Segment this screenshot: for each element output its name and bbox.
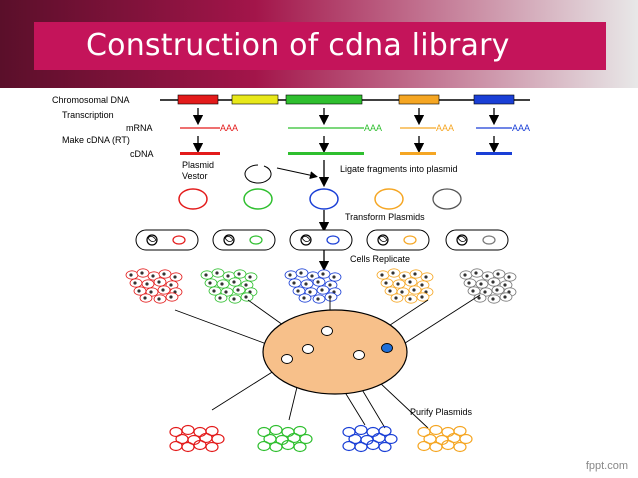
poly-a-green: AAA [364,123,382,133]
label-cdna: cDNA [130,149,154,159]
gene-red [177,94,219,105]
colony-cluster [284,268,342,304]
step-replicate: Cells Replicate [350,254,410,264]
bacterial-cell [289,229,353,251]
bacterial-cell [366,229,430,251]
title-box [34,22,606,70]
plasmid-red [178,188,208,210]
plasmid-cluster [257,424,313,453]
label-make-cdna: Make cDNA (RT) [62,135,130,145]
step-purify: Purify Plasmids [410,407,473,417]
colony-cluster [125,268,183,304]
plate-colonies [281,326,393,364]
transcription-arrows [192,108,500,126]
label-mrna: mRNA [126,123,153,133]
gene-blue [473,94,515,105]
slide-title: Construction of cdna library [86,28,510,63]
cdna-blue [476,152,512,155]
gene-green [285,94,363,105]
plasmid-vector [244,164,272,184]
bacterial-cell [135,229,199,251]
colonies [125,268,517,304]
gene-yellow [231,94,279,105]
bacterial-cells [135,229,509,251]
poly-a-blue: AAA [512,123,530,133]
poly-a-orange: AAA [436,123,454,133]
poly-a-red: AAA [220,123,238,133]
bacterial-cell [212,229,276,251]
colony-cluster [459,268,517,304]
plasmid-gray [432,188,462,210]
plasmid-cluster [417,424,473,453]
cdna-red [180,152,220,155]
colony-cluster [376,268,434,304]
colony-cluster [200,268,258,304]
label-chromosomal-dna: Chromosomal DNA [52,95,130,105]
plasmid-cluster [342,424,398,453]
vector-arrow [276,167,318,180]
plasmid-blue [309,188,339,210]
plasmid-label-1: Plasmid [182,160,214,170]
plasmid-orange [374,188,404,210]
cdna-orange [400,152,436,155]
label-transcription: Transcription [62,110,114,120]
plasmid-green [243,188,273,210]
plasmid-label-2: Vestor [182,171,208,181]
culture-plate [262,309,408,395]
bacterial-cell [445,229,509,251]
rt-arrows [192,136,500,154]
step-transform: Transform Plasmids [345,212,425,222]
cdna-green [288,152,364,155]
watermark: fppt.com [585,460,628,472]
step-ligate: Ligate fragments into plasmid [340,164,458,174]
purified-plasmids [169,424,473,453]
gene-orange [398,94,440,105]
plasmid-cluster [169,424,225,453]
